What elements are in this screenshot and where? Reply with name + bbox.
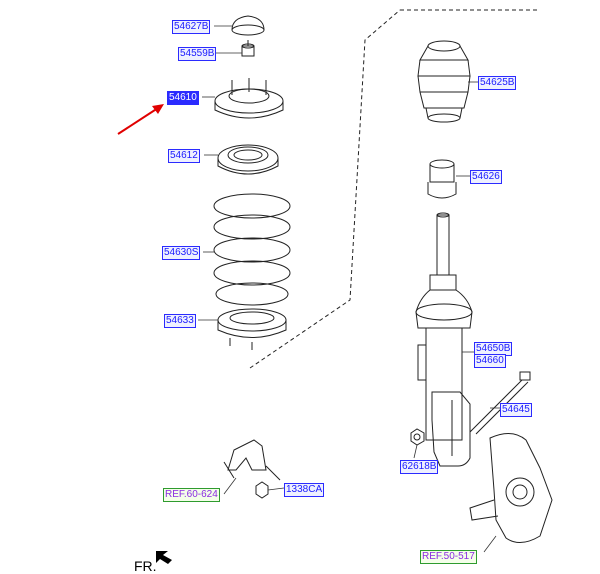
reference-label-50-517[interactable]: REF.50-517 (420, 550, 477, 564)
part-label-54610[interactable]: 54610 (167, 91, 199, 105)
hex-nut-part (410, 428, 425, 446)
dashed-frame-left (249, 9, 401, 369)
part-label-54627b[interactable]: 54627B (172, 20, 211, 34)
part-label-54630s[interactable]: 54630S (162, 246, 201, 260)
red-arrow-icon (117, 104, 164, 135)
bump-stopper-part (427, 159, 457, 199)
coil-spring-part (213, 193, 291, 306)
strut-assembly-part (415, 212, 473, 467)
part-label-54559b[interactable]: 54559B (178, 47, 217, 61)
arrow-up-left-icon (156, 551, 172, 564)
small-bolt-part (255, 481, 269, 499)
part-label-54626[interactable]: 54626 (470, 170, 502, 184)
strut-cap-part (231, 15, 265, 36)
dust-boot-part (417, 40, 471, 123)
reference-label-60-624[interactable]: REF.60-624 (163, 488, 220, 502)
part-label-54633[interactable]: 54633 (164, 314, 196, 328)
part-label-54645[interactable]: 54645 (500, 403, 532, 417)
lock-nut-part (241, 40, 255, 57)
front-direction-label: FR. (134, 558, 157, 574)
part-label-1338ca[interactable]: 1338CA (284, 483, 325, 497)
part-label-54625b[interactable]: 54625B (478, 76, 517, 90)
strut-bearing-part (217, 144, 279, 175)
part-label-62618b[interactable]: 62618B (400, 460, 439, 474)
bracket-part (223, 439, 281, 481)
strut-mount-part (214, 78, 284, 119)
leader-lines (198, 25, 500, 553)
lower-spring-seat-part (217, 308, 287, 350)
part-label-54660[interactable]: 54660 (474, 354, 506, 368)
steering-knuckle-part (469, 433, 553, 543)
part-label-54612[interactable]: 54612 (168, 149, 200, 163)
